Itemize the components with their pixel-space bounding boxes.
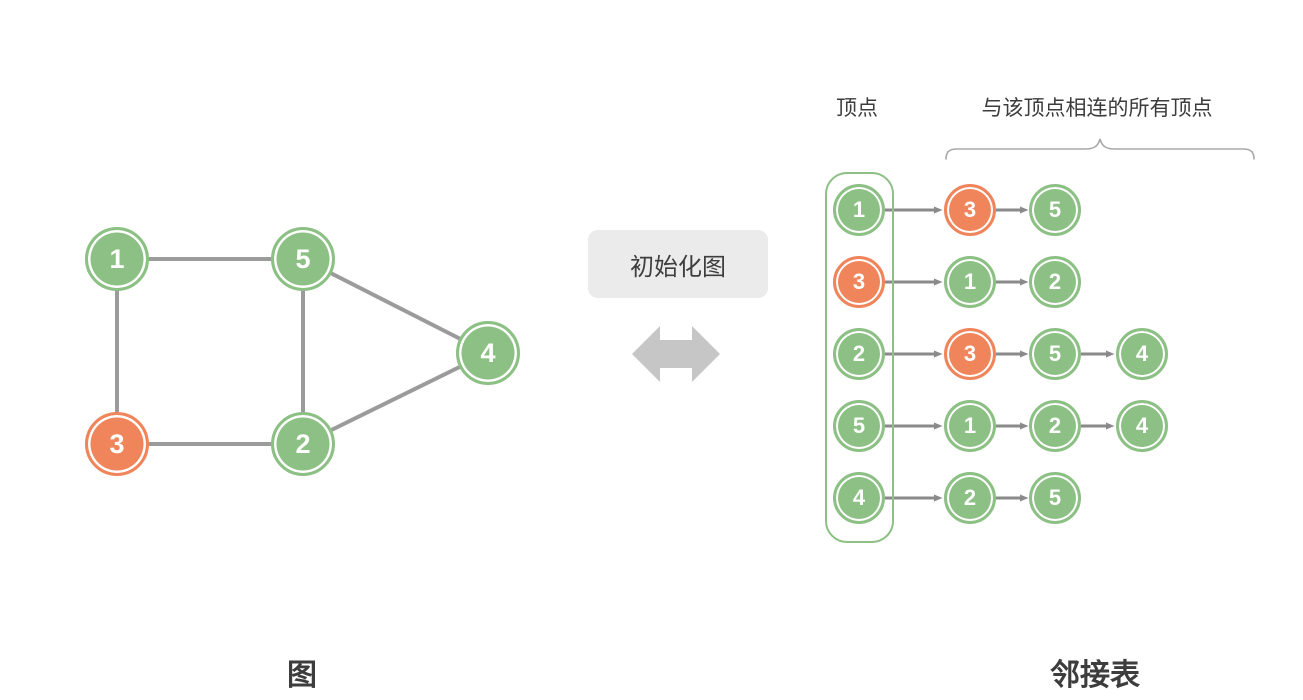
header-vertex: 顶点 — [836, 97, 878, 120]
adjacency-list-node: 4 — [1116, 328, 1168, 380]
adjacency-list-node: 3 — [944, 328, 996, 380]
adjacency-list-node: 3 — [944, 184, 996, 236]
adjacency-vertex-node: 1 — [833, 184, 885, 236]
adjacency-vertex-node: 3 — [833, 256, 885, 308]
caption-adjacency-list: 邻接表 — [1050, 659, 1140, 692]
adjacency-list-node: 4 — [1116, 400, 1168, 452]
graph-edge — [301, 351, 490, 446]
adjacency-list-node: 2 — [944, 472, 996, 524]
graph-node: 1 — [85, 227, 149, 291]
adjacency-vertex-node: 5 — [833, 400, 885, 452]
brace-icon — [945, 138, 1255, 160]
adjacency-list-node: 1 — [944, 256, 996, 308]
double-arrow-icon — [632, 326, 720, 382]
adjacency-list-node: 5 — [1029, 184, 1081, 236]
caption-graph: 图 — [287, 659, 317, 692]
adjacency-list-node: 5 — [1029, 328, 1081, 380]
adjacency-list-node: 2 — [1029, 256, 1081, 308]
adjacency-list-node: 2 — [1029, 400, 1081, 452]
adjacency-list-node: 5 — [1029, 472, 1081, 524]
graph-node: 3 — [85, 412, 149, 476]
header-connected-vertices: 与该顶点相连的所有顶点 — [981, 97, 1213, 120]
adjacency-vertex-node: 4 — [833, 472, 885, 524]
graph-node: 4 — [456, 321, 520, 385]
adjacency-list-node: 1 — [944, 400, 996, 452]
graph-node: 5 — [271, 227, 335, 291]
graph-edge — [301, 257, 490, 355]
vertex-column-box — [825, 172, 894, 543]
init-graph-label: 初始化图 — [588, 230, 768, 298]
adjacency-vertex-node: 2 — [833, 328, 885, 380]
graph-node: 2 — [271, 412, 335, 476]
